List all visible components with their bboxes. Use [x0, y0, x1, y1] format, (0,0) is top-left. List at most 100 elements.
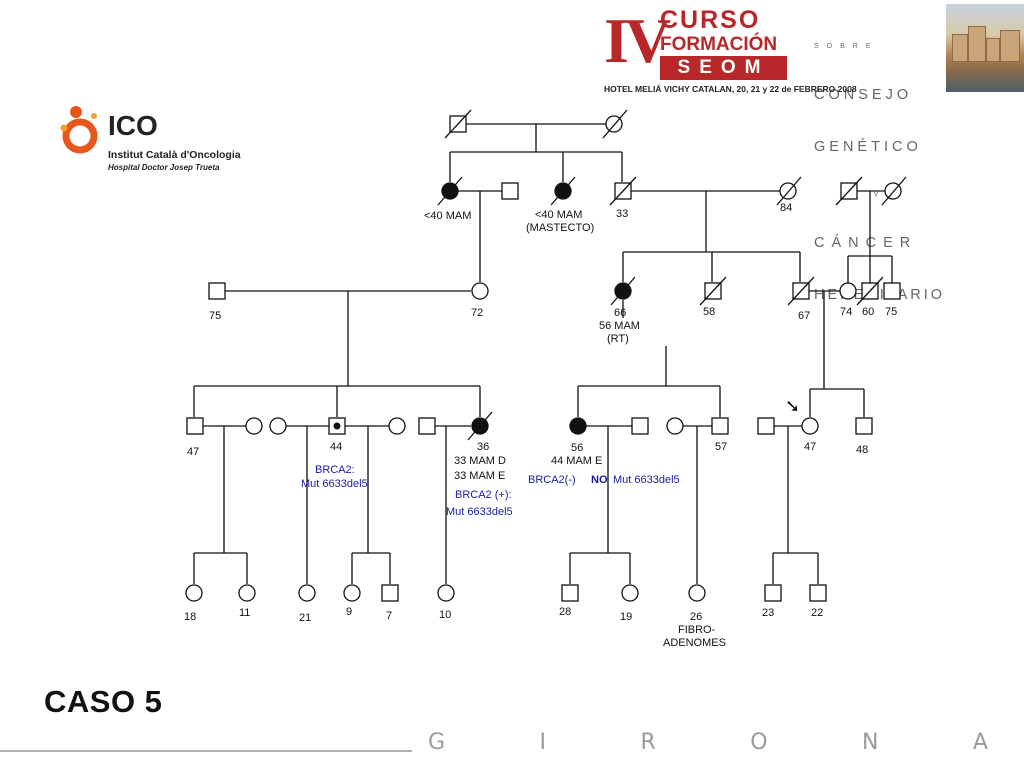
label-age-48: 48 — [856, 444, 868, 456]
course-title: CURSO — [660, 6, 761, 34]
male — [855, 417, 873, 435]
label-age-28: 28 — [559, 606, 571, 618]
male — [809, 584, 827, 602]
label-mutation-a: Mut 6633del5 — [301, 478, 368, 490]
label-age-58: 58 — [703, 306, 715, 318]
female — [388, 417, 406, 435]
label-age-7: 7 — [386, 610, 392, 622]
case-title: CASO 5 — [44, 684, 163, 719]
female — [666, 417, 684, 435]
gen3-symbols — [186, 411, 873, 441]
label-age-23: 23 — [762, 607, 774, 619]
label-age-72: 72 — [471, 307, 483, 319]
female — [298, 584, 316, 602]
city-letter: R — [640, 730, 656, 755]
label-age-67: 67 — [798, 310, 810, 322]
gen1-symbols — [437, 109, 907, 206]
carrier-dot — [333, 422, 341, 430]
label-age-22: 22 — [811, 607, 823, 619]
footer-divider — [0, 750, 412, 752]
label-age-75b: 75 — [885, 306, 897, 318]
topic-line: Y — [873, 192, 883, 199]
male — [883, 282, 901, 300]
label-age-66: 66 — [614, 307, 626, 319]
label-brca2-negative: BRCA2(-) — [528, 474, 576, 486]
ico-subtitle: Institut Català d'Oncologia — [108, 149, 241, 161]
label-mam56: 56 MAM — [599, 320, 640, 332]
label-mam33d: 33 MAM D — [454, 455, 506, 467]
male — [208, 282, 226, 300]
female — [688, 584, 706, 602]
female — [621, 584, 639, 602]
topic-line: SOBRE — [814, 43, 879, 50]
label-age-44: 44 — [330, 441, 342, 453]
city-letter: I — [539, 730, 547, 755]
label-mam33e: 33 MAM E — [454, 470, 505, 482]
label-age-74: 74 — [840, 306, 852, 318]
city-wordmark: G I R O N A — [428, 730, 988, 755]
male — [631, 417, 649, 435]
topic-line: CÁNCER — [814, 235, 918, 251]
label-mam44e: 44 MAM E — [551, 455, 602, 467]
label-age-56: 56 — [571, 442, 583, 454]
label-mam40-a: <40 MAM — [424, 210, 471, 222]
city-letter: A — [972, 730, 988, 755]
gen4-symbols — [185, 584, 827, 602]
female — [839, 282, 857, 300]
ico-hospital: Hospital Doctor Josep Trueta — [108, 163, 220, 172]
label-rt: (RT) — [607, 333, 629, 345]
label-age-21: 21 — [299, 612, 311, 624]
ico-name: ICO — [108, 110, 158, 141]
city-letter: N — [862, 730, 879, 755]
label-age-33: 33 — [616, 208, 628, 220]
proband-female — [801, 417, 819, 435]
label-mutation-b: Mut 6633del5 — [446, 506, 513, 518]
female — [343, 584, 361, 602]
ico-emblem-icon — [60, 106, 98, 154]
label-age-26: 26 — [690, 611, 702, 623]
label-age-11: 11 — [239, 607, 250, 619]
label-age-84: 84 — [780, 202, 792, 214]
female-affected — [569, 417, 587, 435]
label-no: NO — [591, 474, 608, 486]
male — [418, 417, 436, 435]
label-brca2-positive: BRCA2 (+): — [455, 489, 512, 501]
label-age-10: 10 — [439, 609, 451, 621]
topic-line: CONSEJO — [814, 87, 913, 103]
girona-photo — [946, 4, 1024, 92]
label-age-57: 57 — [715, 441, 727, 453]
male — [561, 584, 579, 602]
city-letter: G — [428, 730, 446, 755]
male — [501, 182, 519, 200]
label-age-18: 18 — [184, 611, 196, 623]
ico-logo: ICO Institut Català d'Oncologia Hospital… — [56, 102, 276, 182]
label-age-47b: 47 — [804, 441, 816, 453]
label-age-9: 9 — [346, 606, 352, 618]
label-fibro: FIBRO- — [678, 624, 716, 636]
male — [764, 584, 782, 602]
male — [757, 417, 775, 435]
label-age-47: 47 — [187, 446, 199, 458]
proband-arrow-icon: ➘ — [785, 396, 800, 417]
label-age-19: 19 — [620, 611, 632, 623]
male — [186, 417, 204, 435]
venue-date: HOTEL MELIÁ VICHY CATALAN, 20, 21 y 22 d… — [604, 84, 857, 94]
female — [245, 417, 263, 435]
label-age-75: 75 — [209, 310, 221, 322]
label-mastecto: (MASTECTO) — [526, 222, 594, 234]
male — [711, 417, 729, 435]
label-mutation-c: Mut 6633del5 — [613, 474, 680, 486]
male — [381, 584, 399, 602]
gen2-symbols — [208, 276, 901, 306]
course-numeral: IV — [604, 5, 671, 76]
label-age-60: 60 — [862, 306, 874, 318]
label-mam40-b: <40 MAM — [535, 209, 582, 221]
city-letter: O — [750, 730, 768, 755]
pedigree-lines — [193, 123, 893, 584]
topic-line: GENÉTICO — [814, 139, 922, 155]
female — [185, 584, 203, 602]
label-age-36: 36 — [477, 441, 489, 453]
female — [471, 282, 489, 300]
female — [269, 417, 287, 435]
label-adenomes: ADENOMES — [663, 637, 726, 649]
